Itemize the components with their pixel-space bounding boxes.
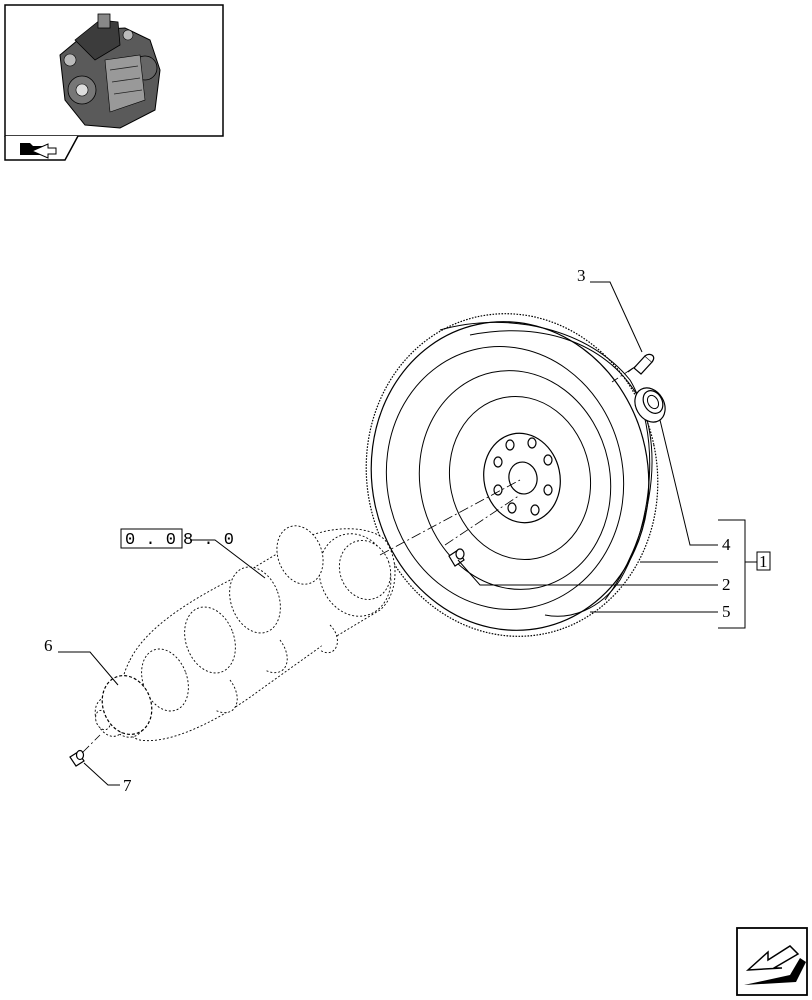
thumbnail-panel[interactable] bbox=[4, 4, 224, 137]
callout-1: 1 bbox=[759, 552, 768, 571]
crankshaft[interactable] bbox=[90, 519, 402, 743]
callout-1-box[interactable]: 1 bbox=[756, 551, 771, 571]
callout-3: 3 bbox=[577, 266, 586, 285]
crankshaft-ref-rest: 8 . 0 bbox=[183, 531, 234, 550]
folder-arrow-icon bbox=[20, 143, 57, 159]
leader-lines bbox=[58, 281, 757, 786]
crankshaft-reference-link[interactable]: 0 . 0 8 . 0 bbox=[120, 528, 234, 550]
flywheel-bolt[interactable] bbox=[627, 353, 655, 375]
next-page-arrow-icon bbox=[744, 945, 806, 985]
crankshaft-ref-boxed: 0 . 0 bbox=[125, 531, 176, 550]
back-tab[interactable] bbox=[4, 135, 79, 161]
pilot-bearing[interactable] bbox=[629, 382, 671, 427]
hub-bolt-holes bbox=[493, 437, 553, 516]
center-lines bbox=[81, 367, 634, 754]
crankshaft-gear[interactable] bbox=[94, 669, 160, 742]
callout-2: 2 bbox=[722, 575, 731, 594]
callout-7: 7 bbox=[123, 776, 132, 795]
callout-5: 5 bbox=[722, 602, 731, 621]
callout-4: 4 bbox=[722, 535, 731, 554]
crankshaft-pin[interactable] bbox=[69, 749, 85, 767]
next-page-button[interactable] bbox=[736, 927, 808, 996]
callout-6: 6 bbox=[44, 636, 53, 655]
flywheel[interactable] bbox=[336, 286, 687, 663]
engine-thumbnail-icon bbox=[59, 13, 161, 129]
